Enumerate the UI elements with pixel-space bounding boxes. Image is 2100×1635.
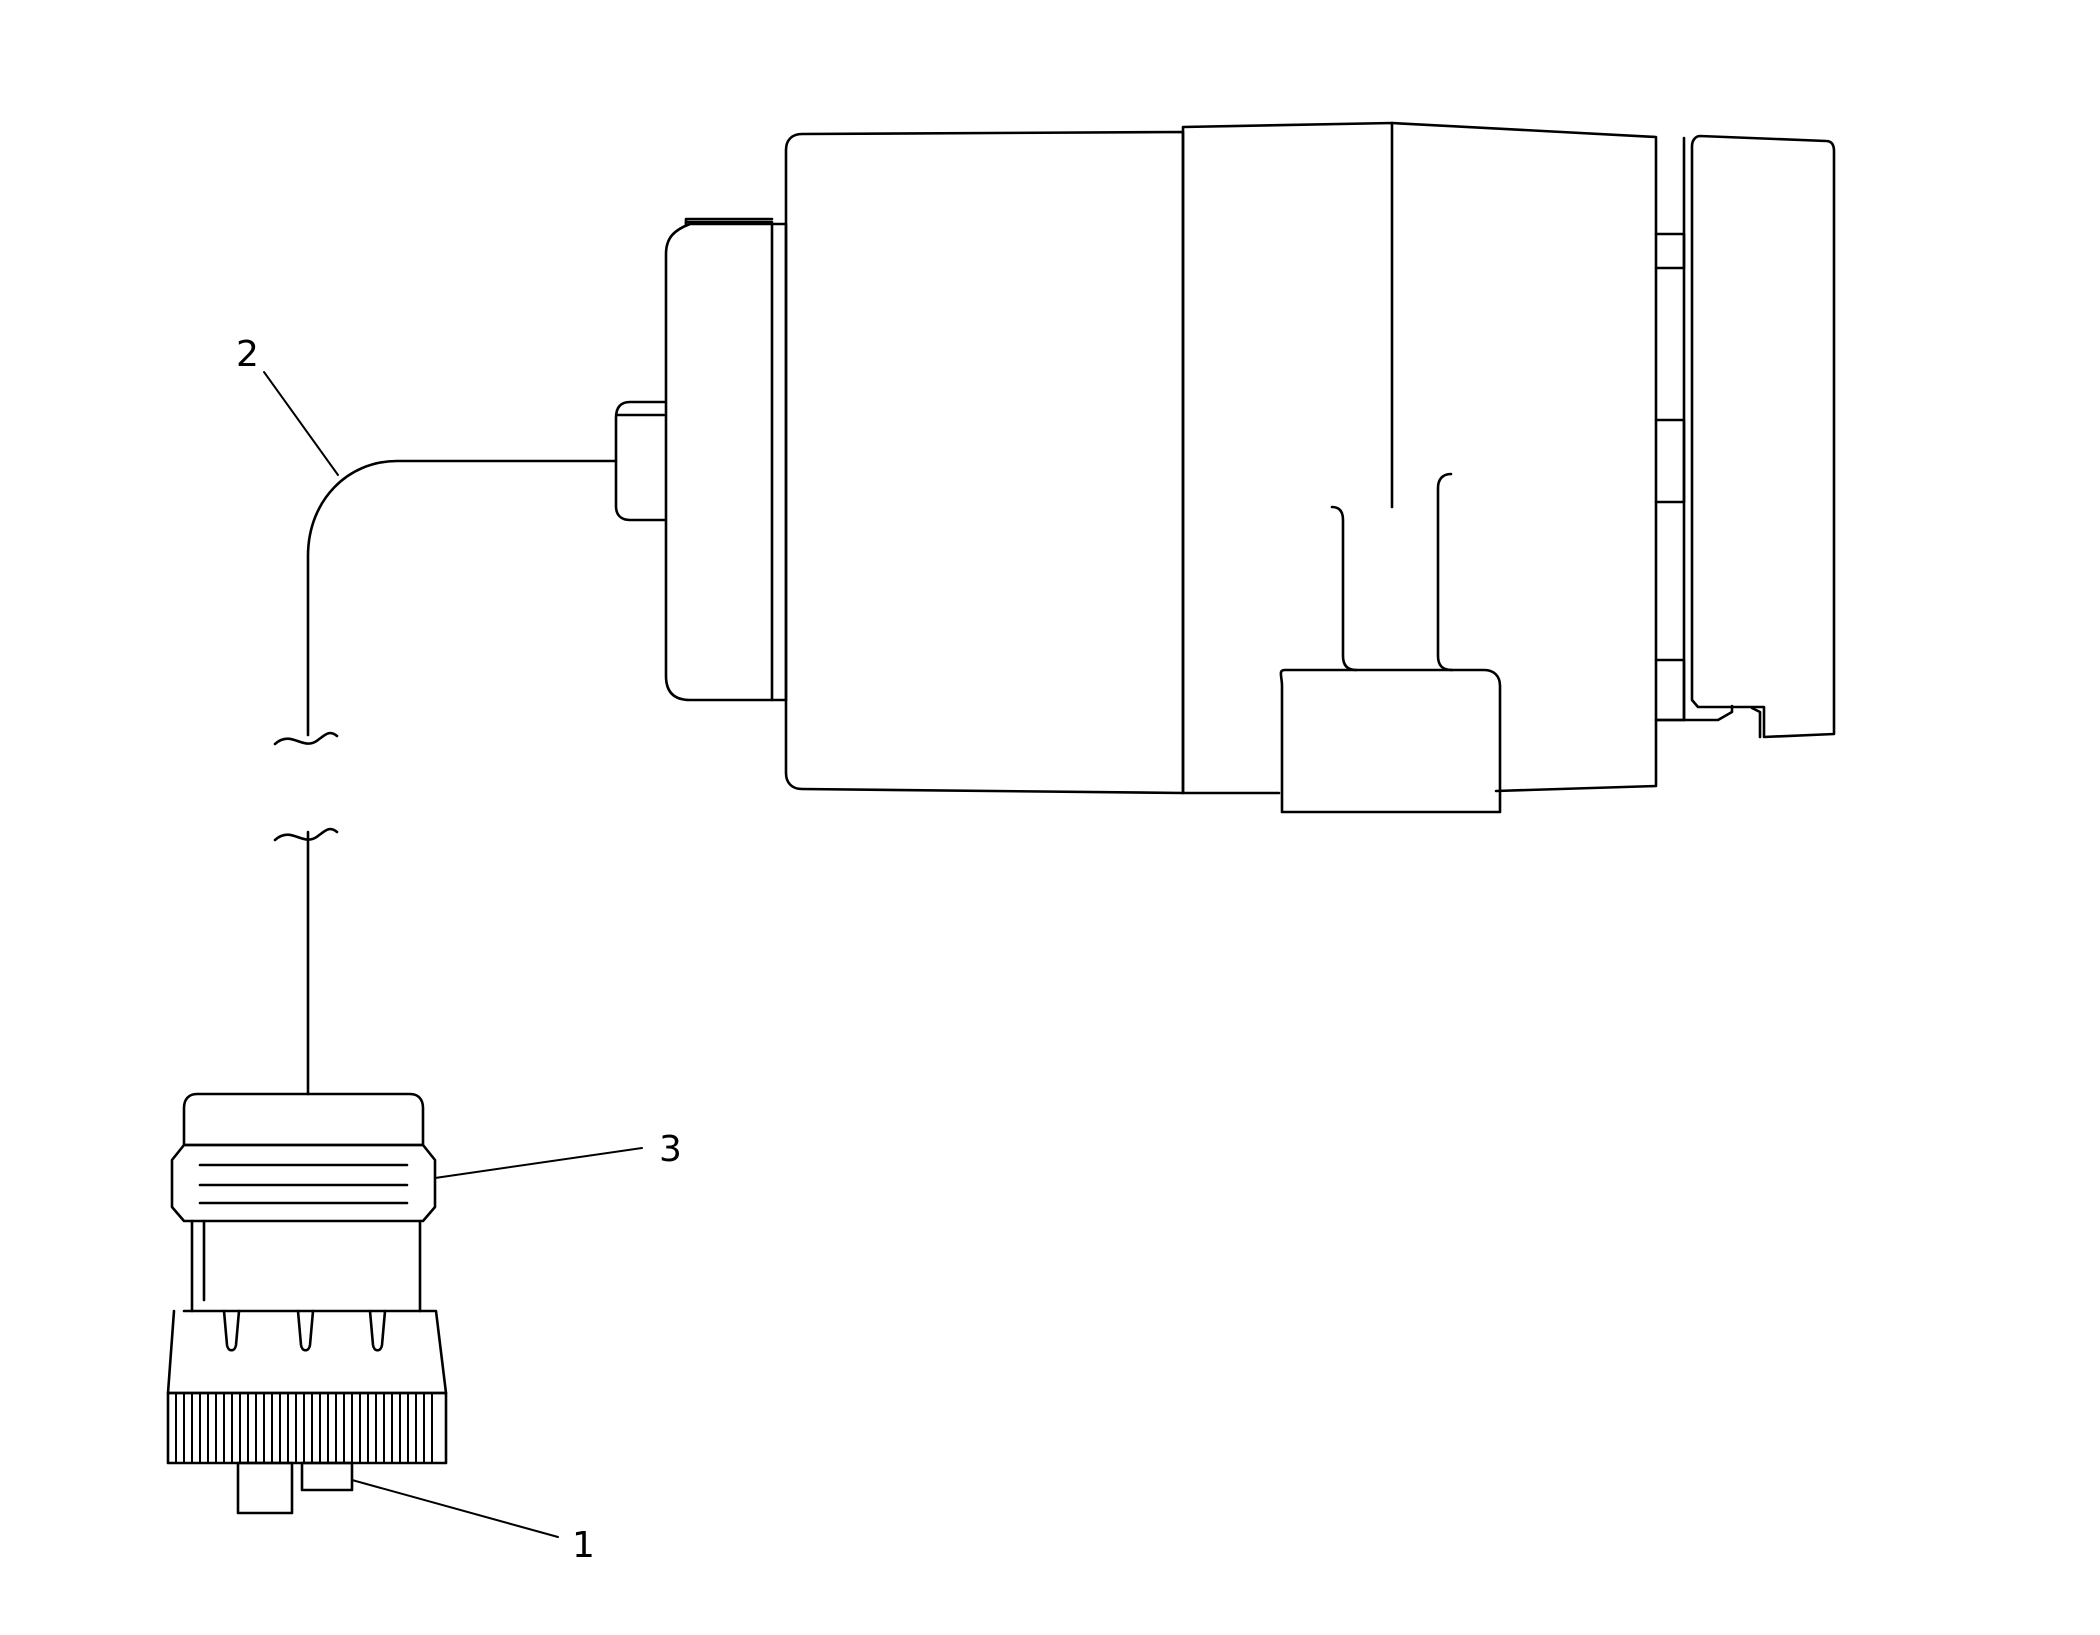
body-left-section [784, 130, 1185, 795]
connector-coupling-ring [170, 1143, 437, 1223]
cable-assembly [273, 459, 618, 1096]
front-rib-2 [1654, 418, 1686, 504]
connector-pin-right [300, 1461, 354, 1492]
front-cap [1690, 134, 1836, 739]
callout-label-2: 2 [236, 334, 259, 375]
connector-assembly [166, 1092, 448, 1515]
leader-line-3 [434, 1147, 643, 1179]
front-rib-3 [1654, 658, 1686, 722]
front-cap-notch [1750, 706, 1762, 739]
connector-neck [190, 1219, 422, 1313]
terminal-neck-left [1330, 505, 1358, 672]
connector-knurled-nut [166, 1391, 448, 1465]
body-rear-step [770, 222, 788, 702]
connector-lower-shroud [166, 1309, 448, 1395]
shroud-slot-1 [222, 1309, 241, 1352]
front-bottom-lip [1654, 704, 1734, 722]
cable-break-mark-top [273, 731, 339, 746]
connector-top-cap [182, 1092, 425, 1147]
cable-break-mark-bottom [273, 827, 339, 842]
shroud-slot-3 [368, 1309, 387, 1352]
body-rear-flange-top-lip-edge [684, 217, 774, 226]
front-rib-1 [1654, 232, 1686, 270]
main-device-assembly [614, 121, 1836, 814]
cable-upper [306, 459, 618, 737]
callout-leaders [263, 371, 643, 1538]
shroud-slot-2 [296, 1309, 315, 1352]
leader-line-2 [263, 371, 339, 476]
terminal-box [1279, 668, 1502, 814]
terminal-neck-right [1436, 472, 1454, 672]
callout-labels: 2 3 1 [236, 334, 682, 1566]
body-rear-flange [664, 222, 774, 702]
body-mid-section [1181, 121, 1658, 795]
connector-pin-left [236, 1461, 294, 1515]
callout-label-3: 3 [659, 1129, 682, 1170]
knurl-pattern [175, 1392, 433, 1464]
leader-line-1 [351, 1479, 559, 1538]
cable-gland [614, 400, 667, 522]
callout-label-1: 1 [572, 1525, 595, 1566]
